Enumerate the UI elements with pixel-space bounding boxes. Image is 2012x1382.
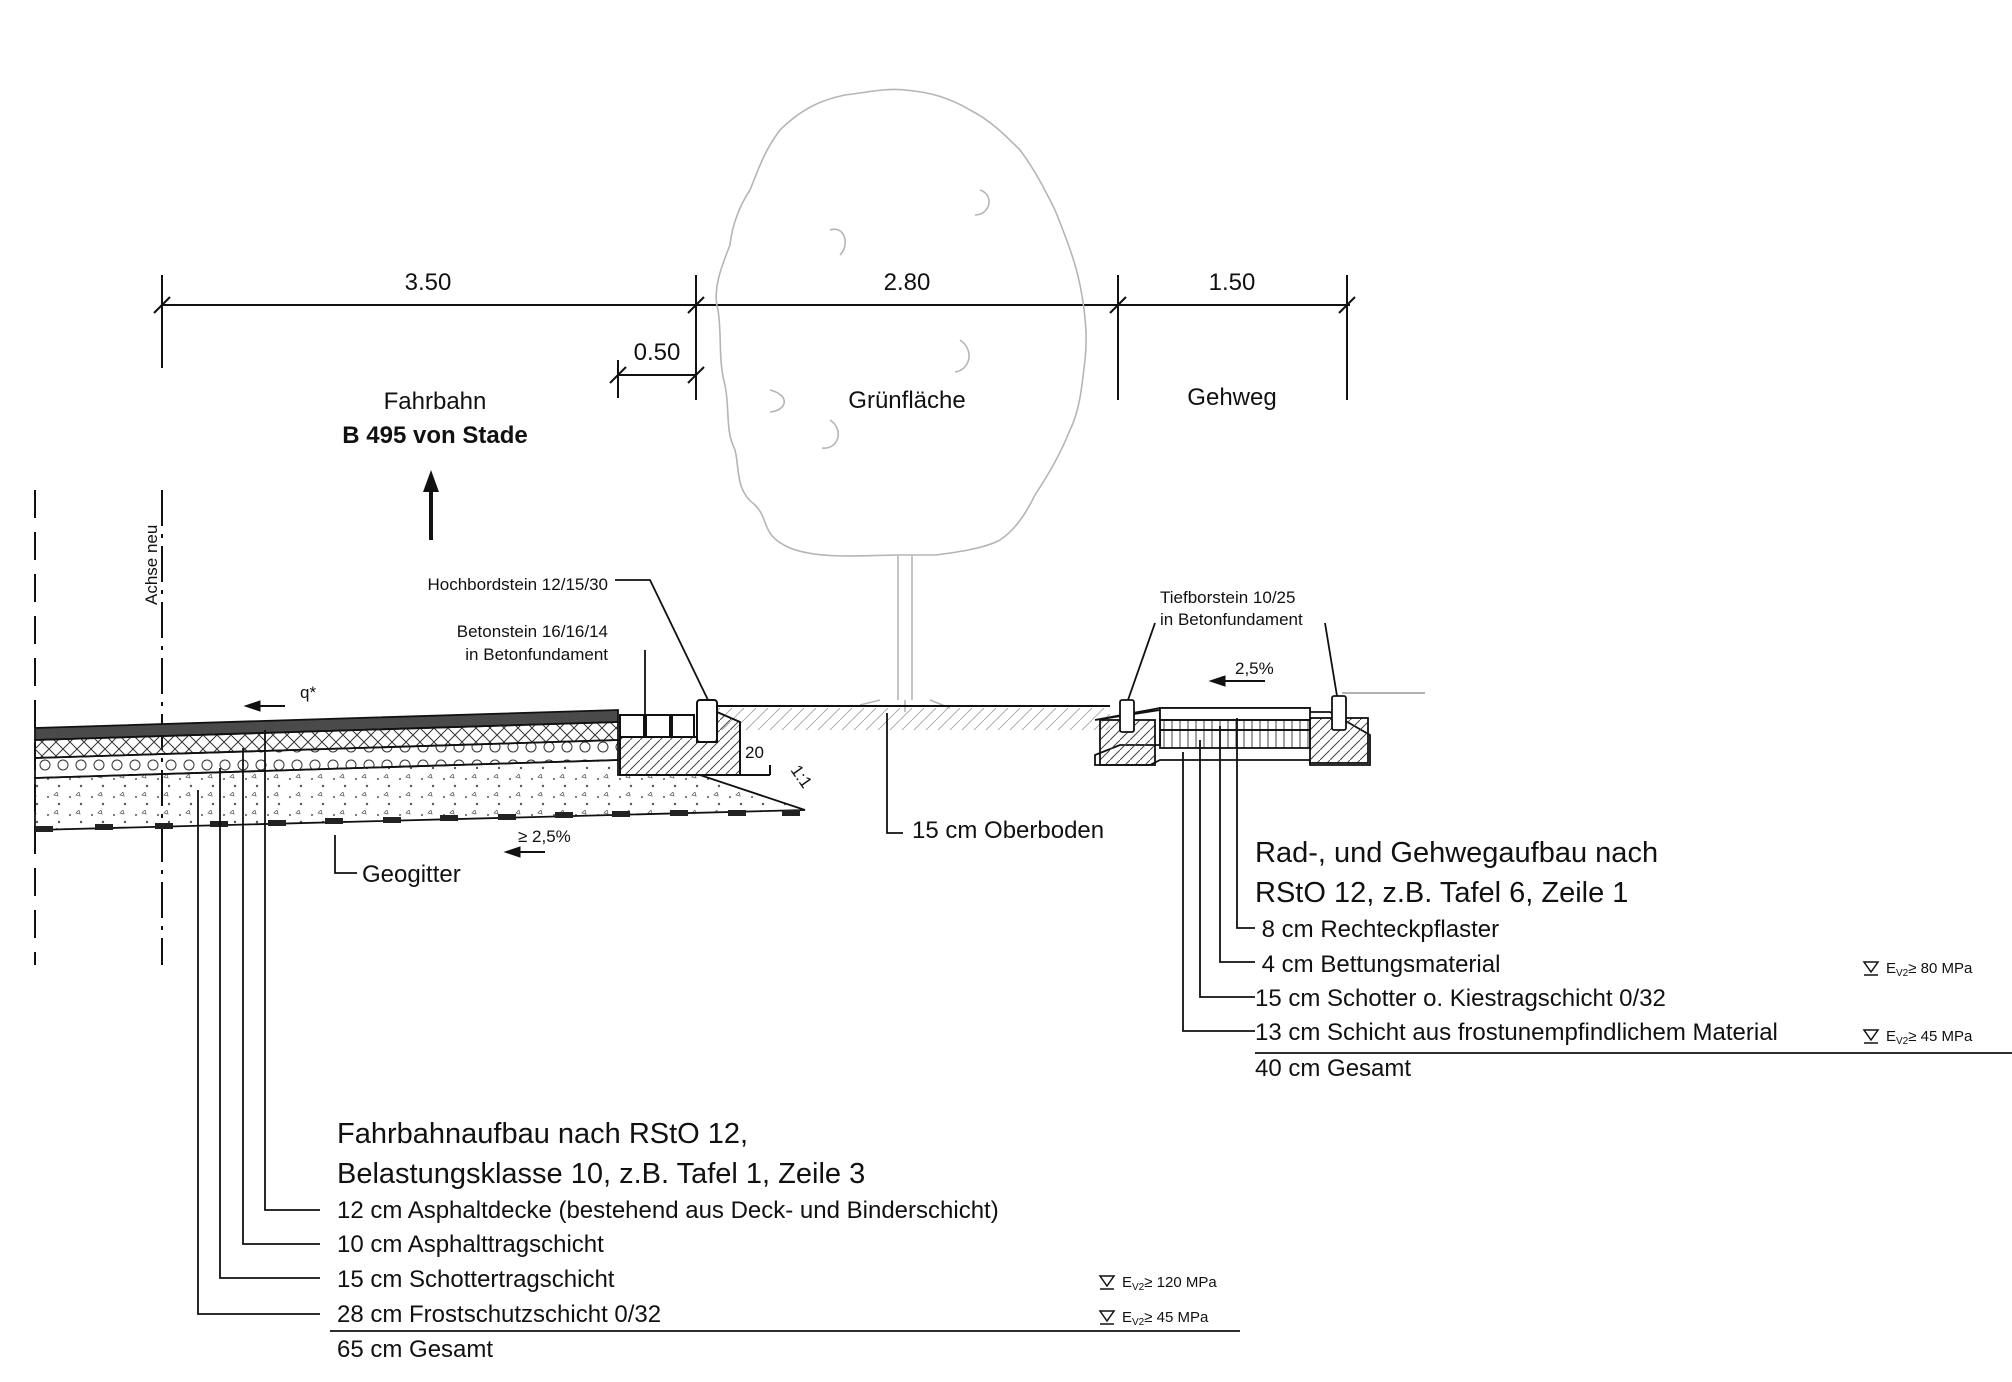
ev-walk-1: EV2≥ 80 MPa [1886, 960, 1973, 979]
road-buildup-title-2: Belastungsklasse 10, z.B. Tafel 1, Zeile… [337, 1158, 865, 1190]
concrete-stone [619, 714, 645, 738]
leader-lines [197, 579, 2012, 1332]
road-layer-4: 28 cm Frostschutzschicht 0/32 [337, 1301, 661, 1328]
road-name: B 495 von Stade [342, 422, 527, 449]
paving-layer [1159, 707, 1311, 721]
label-geogrid: Geogitter [362, 861, 461, 888]
high-curb [696, 699, 718, 743]
width-20: 20 [745, 743, 764, 762]
geogrid-marks [35, 810, 800, 832]
dimension-chain [153, 275, 1356, 400]
ev-marker-icon [1098, 961, 1880, 1325]
label-high-curb: Hochbordstein 12/15/30 [427, 575, 608, 594]
zone-sidewalk: Gehweg [1187, 384, 1276, 411]
label-low-curb-2: in Betonfundament [1160, 610, 1303, 629]
gravel-walk-layer [1159, 729, 1311, 749]
curb-assembly [619, 699, 771, 776]
road-layer-1: 12 cm Asphaltdecke (bestehend aus Deck- … [337, 1197, 999, 1224]
slope-walk-label: 2,5% [1235, 659, 1274, 678]
dim-sidewalk: 1.50 [1209, 269, 1256, 296]
walk-total: 40 cm Gesamt [1255, 1055, 1411, 1082]
ev-road-1: EV2≥ 120 MPa [1122, 1274, 1217, 1293]
bedding-layer [1159, 719, 1311, 731]
direction-arrow-icon [423, 470, 439, 540]
slope-arrow-icon [243, 675, 1265, 858]
q-star-label: q* [300, 683, 316, 702]
topsoil-hatch [700, 708, 1110, 730]
low-curb-right [1331, 695, 1347, 731]
slope-road-label: ≥ 2,5% [518, 827, 571, 846]
dim-green: 2.80 [884, 269, 931, 296]
road-total: 65 cm Gesamt [337, 1336, 493, 1363]
walk-buildup-title-1: Rad-, und Gehwegaufbau nach [1255, 837, 1658, 869]
dim-carriageway: 3.50 [405, 269, 452, 296]
zone-carriageway: Fahrbahn [384, 388, 487, 415]
zone-green: Grünfläche [848, 387, 965, 414]
label-low-curb-1: Tiefborstein 10/25 [1160, 588, 1295, 607]
label-concrete-stone-1: Betonstein 16/16/14 [457, 622, 608, 641]
label-topsoil: 15 cm Oberboden [912, 817, 1104, 844]
low-curb-left [1119, 699, 1135, 733]
ev-road-2: EV2≥ 45 MPa [1122, 1309, 1209, 1328]
ev-walk-2: EV2≥ 45 MPa [1886, 1028, 1973, 1047]
axis-label: Achse neu [142, 525, 161, 605]
slope-ratio: 1:1 [787, 761, 816, 791]
concrete-stone [645, 714, 671, 738]
walk-layer-1: 8 cm Rechteckpflaster [1255, 916, 1499, 943]
road-buildup-title-1: Fahrbahnaufbau nach RStO 12, [337, 1118, 748, 1150]
dim-offset: 0.50 [634, 339, 681, 366]
road-layer-3: 15 cm Schottertragschicht [337, 1266, 615, 1293]
walk-layer-2: 4 cm Bettungsmaterial [1255, 951, 1500, 978]
walk-layer-3: 15 cm Schotter o. Kiestragschicht 0/32 [1255, 985, 1666, 1012]
concrete-foundation [619, 710, 741, 776]
concrete-stone [671, 714, 695, 738]
label-concrete-stone-2: in Betonfundament [465, 645, 608, 664]
walk-buildup-title-2: RStO 12, z.B. Tafel 6, Zeile 1 [1255, 877, 1628, 909]
sidewalk-layers [1094, 695, 1371, 766]
walk-layer-4: 13 cm Schicht aus frostunempfindlichem M… [1255, 1019, 1778, 1046]
road-layer-2: 10 cm Asphalttragschicht [337, 1231, 604, 1258]
